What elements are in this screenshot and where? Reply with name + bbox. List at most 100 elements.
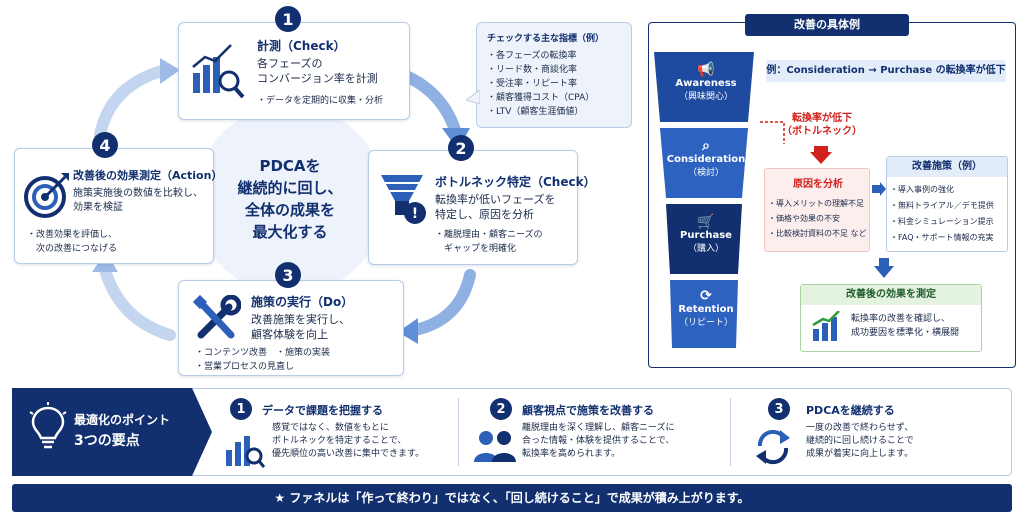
step-4-title: 改善後の効果測定（Action） bbox=[73, 169, 223, 182]
step-4-number: 4 bbox=[92, 132, 118, 158]
funnel-stage-name: Awareness bbox=[675, 78, 737, 89]
point-3-number: 3 bbox=[768, 398, 790, 420]
metrics-list: ・各フェーズの転換率 ・リード数・商談化率 ・受注率・リピート率 ・顧客獲得コス… bbox=[487, 49, 594, 119]
step-2-number: 2 bbox=[448, 135, 474, 161]
point-2-desc: 離脱理由を深く理解し、顧客ニーズに 合った情報・体験を提供することで、 転換率を… bbox=[522, 422, 675, 461]
example-title: 改善の具体例 bbox=[745, 14, 909, 36]
point-2-desc-line: 転換率を高められます。 bbox=[522, 449, 621, 459]
arrow-2-3 bbox=[409, 269, 476, 336]
cycle-center-text: PDCAを 継続的に回し、 全体の成果を 最大化する bbox=[215, 155, 365, 243]
cause-box: 原因を分析 bbox=[764, 168, 870, 252]
point-1-desc: 感覚ではなく、数値をもとに ボトルネックを特定することで、 優先順位の高い改善に… bbox=[272, 422, 424, 461]
point-1-number: 1 bbox=[230, 398, 252, 420]
svg-text:!: ! bbox=[412, 206, 418, 222]
metrics-pointer bbox=[466, 90, 480, 104]
refresh-icon: ⟳ bbox=[700, 288, 712, 304]
measures-title: 改善施策（例） bbox=[887, 157, 1007, 177]
step-4-desc: 施策実施後の数値を比較し、 bbox=[73, 188, 203, 199]
points-header-line: 最適化のポイント bbox=[74, 413, 171, 427]
search-icon: ⌕ bbox=[702, 138, 710, 154]
target-icon bbox=[24, 173, 69, 218]
users-icon bbox=[474, 431, 516, 462]
cause-list: ・導入メリットの理解不足 ・価格や効果の不安 ・比較検討資料の不足 など bbox=[768, 196, 867, 241]
funnel-warning-icon: ! bbox=[381, 175, 426, 224]
arrow-right-icon bbox=[872, 182, 886, 196]
center-line: 継続的に回し、 bbox=[237, 179, 343, 197]
step-2-note: ・離脱理由・顧客ニーズの bbox=[435, 230, 543, 240]
step-1-card: 計測（Check） 各フェーズの コンバージョン率を計測 ・データを定期的に収集… bbox=[178, 22, 410, 120]
divider bbox=[730, 398, 731, 466]
point-2-number: 2 bbox=[490, 398, 512, 420]
arrow-down-icon bbox=[874, 258, 894, 278]
funnel-consideration: ⌕ Consideration （検討） bbox=[650, 138, 762, 178]
cycle-arrows bbox=[92, 58, 476, 344]
bottleneck-line: （ボトルネック） bbox=[782, 126, 862, 137]
point-1-desc-line: 感覚ではなく、数値をもとに bbox=[272, 423, 389, 433]
measures-list: ・導入事例の強化 ・無料トライアル／デモ提供 ・料金シミュレーション提示 ・FA… bbox=[890, 182, 994, 246]
cause-item: ・導入メリットの理解不足 bbox=[768, 199, 864, 208]
effect-title: 改善後の効果を測定 bbox=[801, 285, 981, 305]
center-line: 全体の成果を bbox=[244, 201, 335, 219]
cart-icon: 🛒 bbox=[697, 214, 715, 230]
bottleneck-connector bbox=[760, 121, 785, 144]
metrics-item: ・LTV（顧客生涯価値） bbox=[487, 107, 584, 117]
funnel-stage-sub: （検討） bbox=[687, 168, 724, 178]
step-3-desc: 改善施策を実行し、 bbox=[251, 313, 350, 326]
points-header-line: 3つの要点 bbox=[74, 433, 140, 449]
tools-icon bbox=[193, 295, 241, 339]
point-1-desc-line: ボトルネックを特定することで、 bbox=[272, 436, 407, 446]
megaphone-icon: 📢 bbox=[697, 62, 715, 78]
step-2-title: ボトルネック特定（Check） bbox=[435, 175, 596, 189]
step-4-note: 次の改善につなげる bbox=[27, 244, 118, 254]
funnel-stage-sub: （興味関心） bbox=[678, 92, 733, 102]
point-3-desc-line: 継続的に回し続けることで bbox=[806, 436, 914, 446]
point-3-title: PDCAを継続する bbox=[806, 404, 895, 417]
metrics-item: ・リード数・商談化率 bbox=[487, 65, 578, 75]
metrics-item: ・顧客獲得コスト（CPA） bbox=[487, 93, 595, 103]
point-1-title: データで課題を把握する bbox=[262, 404, 383, 417]
step-4-desc: 効果を検証 bbox=[73, 202, 123, 213]
effect-desc: 成功要因を標準化・横展開 bbox=[851, 328, 960, 338]
effect-box: 改善後の効果を測定 転換率の改善を確認し、 成功要因を標準化・横展開 bbox=[800, 284, 982, 352]
point-3-desc-line: 成果が着実に向上します。 bbox=[806, 449, 914, 459]
points-header-bg bbox=[12, 388, 212, 476]
funnel-stage-name: Consideration bbox=[666, 154, 746, 165]
point-2-title: 顧客視点で施策を改善する bbox=[522, 404, 654, 417]
measures-item: ・無料トライアル／デモ提供 bbox=[890, 201, 994, 210]
arrow-3-4 bbox=[99, 264, 176, 341]
step-3-desc: 顧客体験を向上 bbox=[251, 328, 328, 341]
step-2-card: ! ボトルネック特定（Check） 転換率が低いフェーズを 特定し、原因を分析 … bbox=[368, 150, 596, 265]
metrics-box: チェックする主な指標（例） ・各フェーズの転換率 ・リード数・商談化率 ・受注率… bbox=[476, 22, 632, 128]
funnel-stage-sub: （リピート） bbox=[678, 318, 733, 328]
point-1-desc-line: 優先順位の高い改善に集中できます。 bbox=[272, 449, 425, 459]
measures-box: 改善施策（例） bbox=[886, 156, 1008, 252]
footer-banner: ★ ファネルは「作って終わり」ではなく、「回し続けること」で成果が積み上がります… bbox=[12, 484, 1012, 512]
points-header: 最適化のポイント 3つの要点 bbox=[74, 410, 170, 452]
arrow-down-red-icon bbox=[810, 146, 832, 164]
divider bbox=[458, 398, 459, 466]
funnel-awareness: 📢 Awareness （興味関心） bbox=[650, 62, 762, 102]
bottleneck-label: 転換率が低下 （ボトルネック） bbox=[782, 112, 862, 138]
bottleneck-line: 転換率が低下 bbox=[792, 113, 852, 124]
step-1-note: ・データを定期的に収集・分析 bbox=[257, 96, 384, 106]
step-1-desc: コンバージョン率を計測 bbox=[257, 72, 378, 85]
funnel-stage-name: Purchase bbox=[680, 230, 732, 241]
step-2-note: ギャップを明確化 bbox=[435, 244, 517, 254]
step-2-desc: 特定し、原因を分析 bbox=[435, 208, 534, 221]
metrics-item: ・受注率・リピート率 bbox=[487, 79, 578, 89]
metrics-title: チェックする主な指標（例） bbox=[487, 34, 605, 44]
funnel-shape bbox=[654, 52, 754, 348]
funnel-stage-sub: （購入） bbox=[687, 244, 724, 254]
step-2-desc: 転換率が低いフェーズを bbox=[435, 193, 556, 206]
point-2-desc-line: 合った情報・体験を提供することで、 bbox=[522, 436, 675, 446]
cause-item: ・価格や効果の不安 bbox=[768, 214, 840, 223]
center-line: PDCAを bbox=[259, 157, 321, 175]
measures-item: ・料金シミュレーション提示 bbox=[890, 217, 994, 226]
effect-desc: 転換率の改善を確認し、 bbox=[851, 314, 951, 324]
funnel-retention: ⟳ Retention （リピート） bbox=[650, 288, 762, 328]
metrics-item: ・各フェーズの転換率 bbox=[487, 51, 577, 61]
point-3-desc-line: 一度の改善で終わらせず、 bbox=[806, 423, 914, 433]
step-1-number: 1 bbox=[275, 6, 301, 32]
cause-item: ・比較検討資料の不足 など bbox=[768, 229, 867, 238]
step-1-desc: 各フェーズの bbox=[257, 57, 323, 70]
